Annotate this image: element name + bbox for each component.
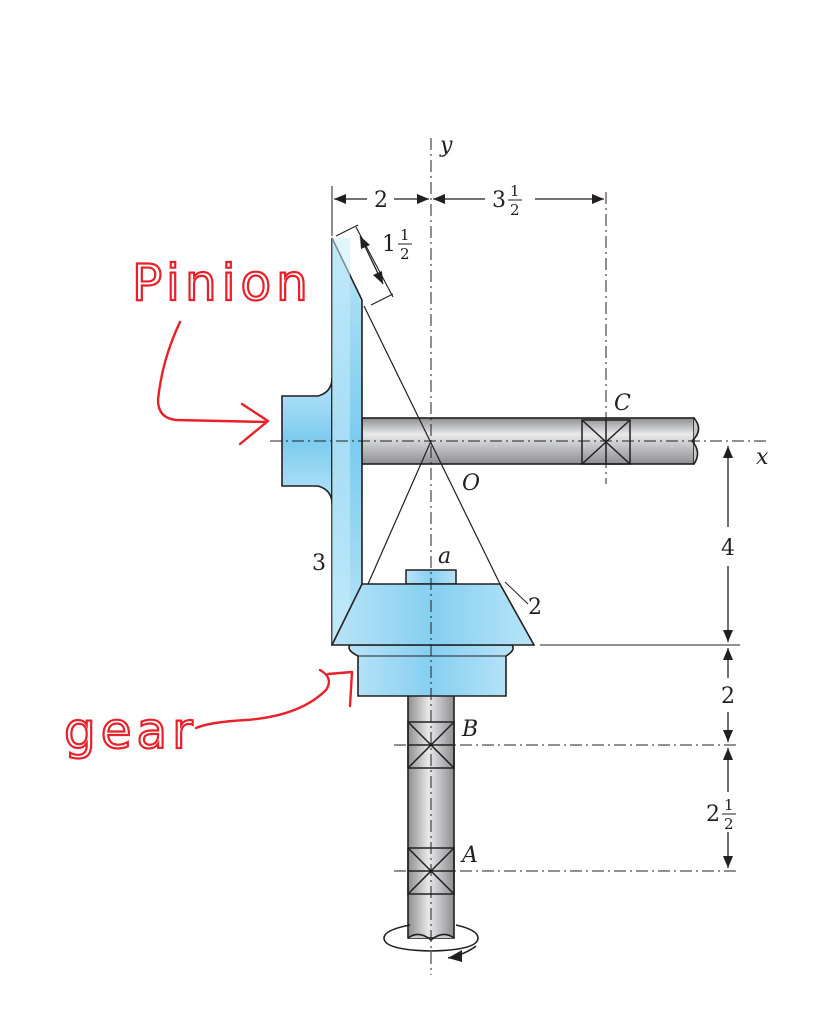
pinion-number-label: 3	[312, 551, 326, 576]
dimension-lines	[334, 194, 733, 868]
rotation-arrow-icon	[383, 924, 479, 962]
gear	[330, 569, 536, 646]
svg-text:1: 1	[382, 232, 396, 257]
pinion-annotation-arrow	[156, 320, 270, 446]
center-lines	[270, 138, 770, 975]
gear-annotation: gear	[64, 702, 198, 760]
bearing-c-label: C	[614, 391, 631, 416]
pinion-offset-dimension: 2	[374, 188, 388, 213]
origin-label: O	[462, 471, 480, 496]
svg-text:2: 2	[510, 201, 520, 219]
svg-text:2: 2	[706, 802, 720, 827]
b-to-a-dimension: 2 1 2	[706, 796, 736, 833]
pinion-annotation: Pinion	[132, 254, 313, 312]
svg-text:1: 1	[510, 182, 520, 200]
gear-number-label: 2	[528, 595, 542, 620]
face-width-dimension: 1 1 2	[382, 226, 412, 263]
point-a-label: a	[438, 544, 451, 569]
svg-text:2: 2	[724, 815, 734, 833]
bearing-b-label: B	[461, 717, 478, 742]
gear-to-x-dimension: 4	[721, 536, 735, 561]
svg-text:2: 2	[400, 245, 410, 263]
svg-text:1: 1	[724, 796, 734, 814]
svg-text:3: 3	[492, 188, 506, 213]
y-axis-label: y	[439, 133, 453, 158]
bearing-c-offset-dimension: 3 1 2	[492, 182, 522, 219]
gear-to-b-dimension: 2	[721, 684, 735, 709]
pitch-cone-lines	[363, 305, 501, 585]
svg-text:1: 1	[400, 226, 410, 244]
bearing-a-label: A	[460, 843, 478, 868]
x-axis-label: x	[756, 445, 769, 470]
gear-annotation-arrow	[194, 668, 354, 730]
